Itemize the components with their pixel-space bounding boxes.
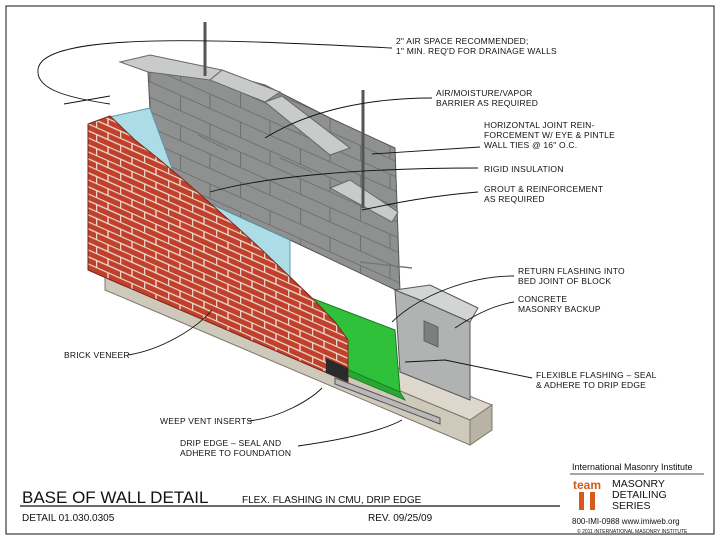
cmu-core-opening bbox=[423, 320, 439, 348]
callout-air-space: 2" AIR SPACE RECOMMENDED; 1" MIN. REQ'D … bbox=[396, 36, 557, 56]
leader-brick-veneer bbox=[127, 309, 213, 356]
wall-tie-1 bbox=[197, 134, 229, 151]
copyright: © 2011 INTERNATIONAL MASONRY INSTITUTE bbox=[577, 528, 688, 535]
wall-tie-2 bbox=[279, 157, 313, 173]
cmu-top-step-1 bbox=[209, 69, 282, 103]
callout-flexible-flashing: FLEXIBLE FLASHING – SEAL & ADHERE TO DRI… bbox=[536, 370, 659, 390]
subtitle: FLEX. FLASHING IN CMU, DRIP EDGE bbox=[242, 495, 422, 506]
leader-barrier bbox=[264, 97, 433, 139]
callout-drip-edge: DRIP EDGE – SEAL AND ADHERE TO FOUNDATIO… bbox=[180, 438, 291, 458]
leader-concrete-backup bbox=[454, 301, 515, 329]
leader-weep-vent bbox=[247, 387, 323, 422]
sheet-border bbox=[5, 5, 715, 535]
callout-barrier: AIR/MOISTURE/VAPOR BARRIER AS REQUIRED bbox=[436, 88, 538, 108]
leader-rigid-insulation bbox=[209, 167, 479, 193]
team-logo: team bbox=[573, 478, 601, 510]
cmu-top-step-2 bbox=[263, 95, 352, 156]
air-space-dimension bbox=[63, 95, 111, 105]
title: BASE OF WALL DETAIL bbox=[22, 488, 208, 507]
institute-name: International Masonry Institute bbox=[572, 462, 693, 472]
leader-joint-reinforcement bbox=[371, 146, 481, 155]
series-name: MASONRY DETAILING SERIES bbox=[612, 478, 670, 512]
cmu-end-block-top bbox=[393, 284, 479, 323]
leader-air-space bbox=[37, 40, 393, 105]
leader-drip-edge bbox=[297, 419, 403, 447]
callout-joint-reinforcement: HORIZONTAL JOINT REIN- FORCEMENT W/ EYE … bbox=[484, 120, 618, 150]
callout-grout: GROUT & REINFORCEMENT AS REQUIRED bbox=[484, 184, 606, 204]
leader-grout bbox=[361, 191, 479, 211]
callout-return-flashing: RETURN FLASHING INTO BED JOINT OF BLOCK bbox=[518, 266, 627, 286]
contact-info: 800-IMI-0988 www.imiweb.org bbox=[572, 517, 680, 526]
callout-brick-veneer: BRICK VENEER bbox=[64, 350, 130, 360]
drip-edge bbox=[334, 377, 441, 425]
wall-tie-3 bbox=[359, 261, 413, 269]
callout-weep-vent: WEEP VENT INSERTS bbox=[160, 416, 252, 426]
leader-return-flashing bbox=[391, 275, 515, 323]
revision: REV. 09/25/09 bbox=[368, 513, 433, 524]
weep-vent-insert bbox=[326, 358, 348, 382]
leader-flexible-flashing bbox=[404, 359, 533, 379]
callout-concrete-backup: CONCRETE MASONRY BACKUP bbox=[518, 294, 601, 314]
brick-veneer-wythe bbox=[87, 115, 349, 383]
callout-rigid-insulation: RIGID INSULATION bbox=[484, 164, 564, 174]
foundation-end-face bbox=[469, 404, 493, 446]
svg-text:team: team bbox=[573, 478, 601, 492]
detail-number: DETAIL 01.030.0305 bbox=[22, 513, 115, 524]
